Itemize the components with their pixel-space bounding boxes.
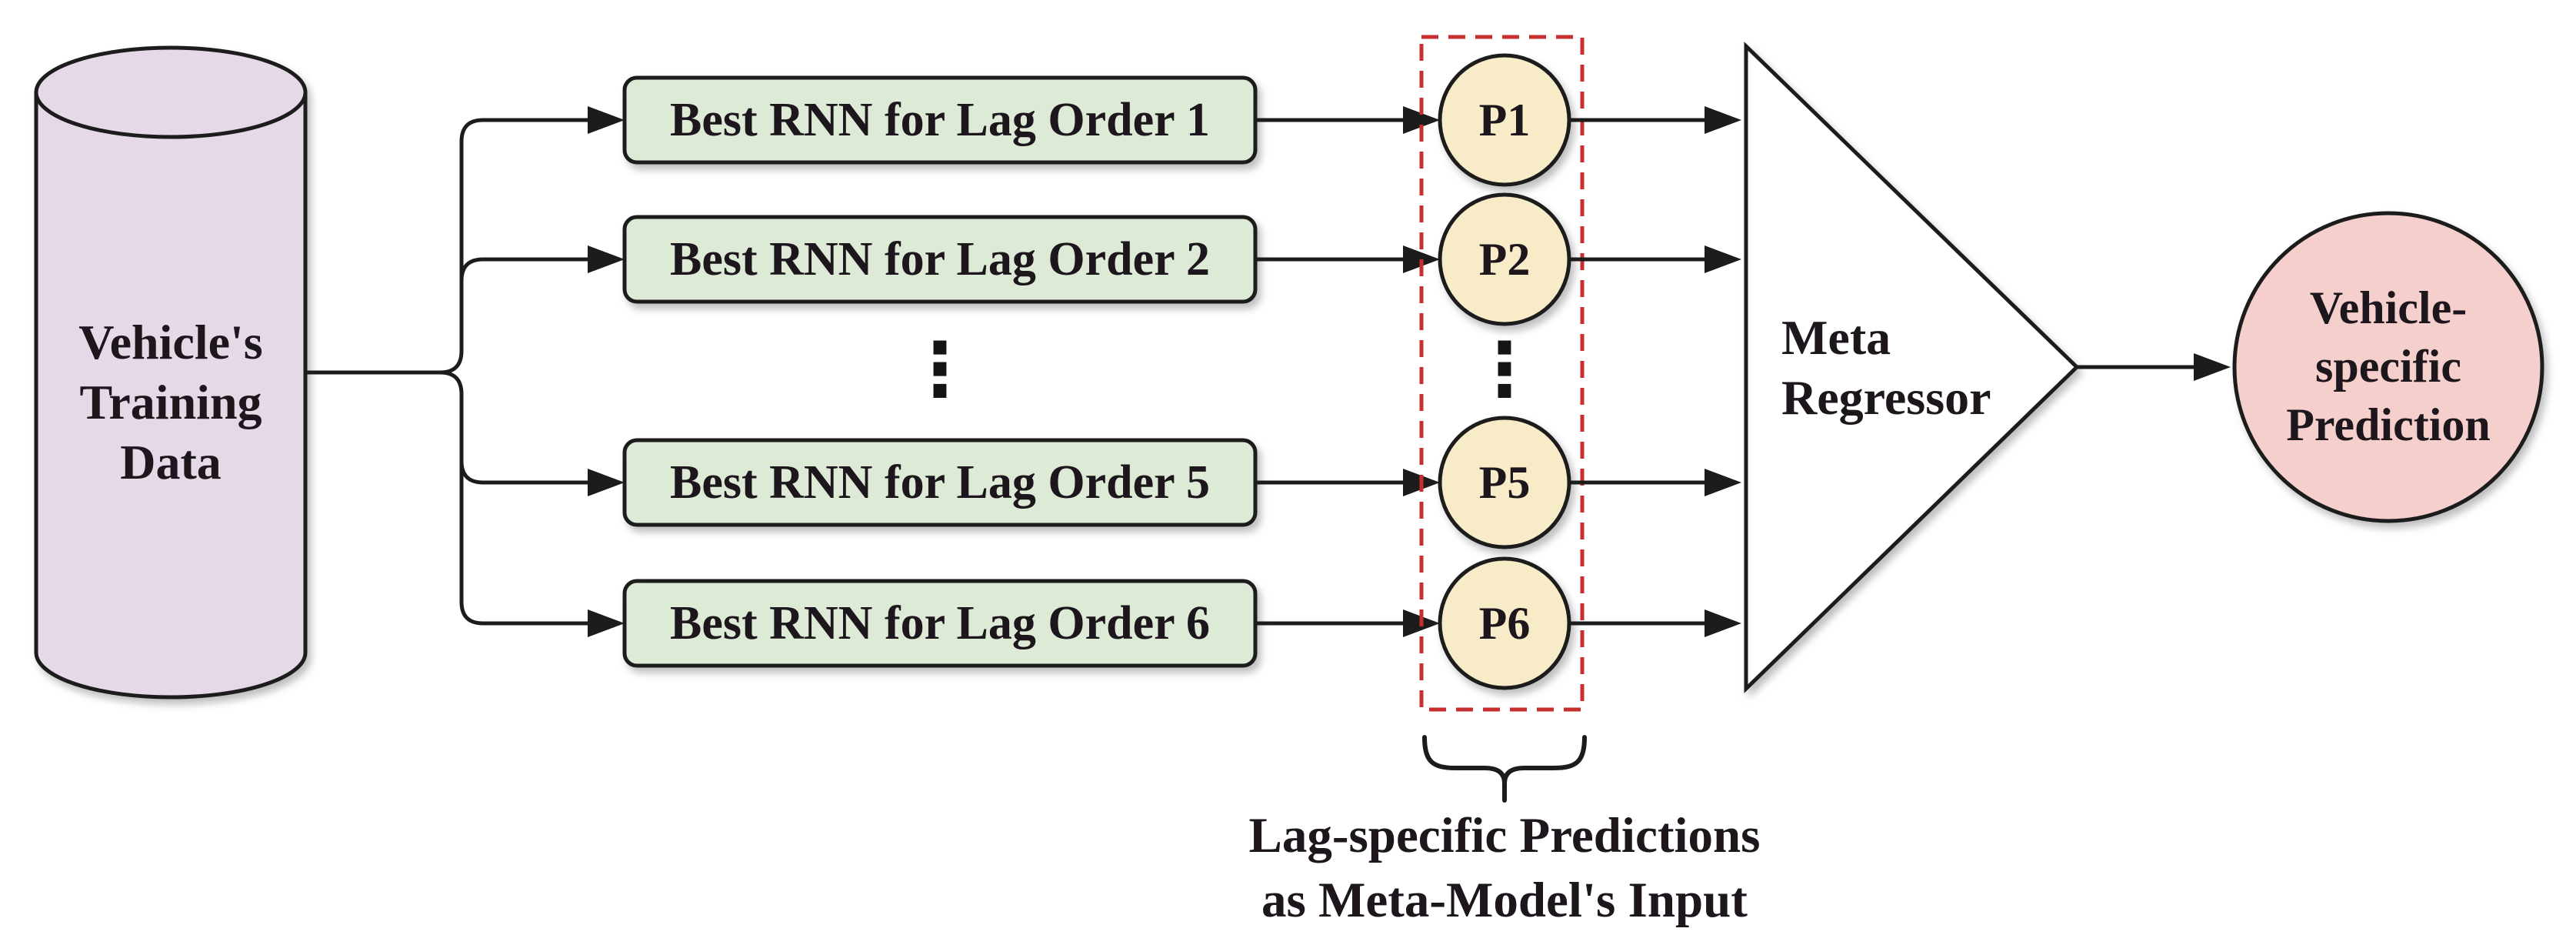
arrowhead-into-box-1 [588, 106, 625, 134]
underbrace-curve [1422, 735, 1587, 784]
nodes-vertical-ellipsis: ⋮ [1468, 326, 1541, 412]
rnn-box-3 [622, 438, 1258, 527]
arrowhead-into-meta-3 [1705, 469, 1741, 496]
arrowhead-into-meta-4 [1705, 609, 1741, 637]
connector-branch-1 [439, 118, 617, 375]
meta-regressor-triangle [1744, 42, 2080, 693]
connector-branch-3 [459, 460, 617, 485]
rnn-box-1 [622, 75, 1258, 165]
meta-arrowheads [1705, 106, 1741, 637]
cylinder-top [34, 45, 308, 139]
arrowhead-into-box-4 [588, 609, 625, 637]
arrowhead-into-p1 [1403, 106, 1440, 134]
prediction-nodes [1438, 53, 1571, 690]
prediction-node-p1 [1438, 53, 1571, 187]
connector-branch-2 [459, 257, 617, 282]
node-to-meta-arrows [1569, 118, 1705, 626]
rnn-box-2 [622, 215, 1258, 304]
prediction-node-p5 [1438, 416, 1571, 549]
connector-branch-4 [439, 370, 617, 626]
rnn-box-4 [622, 579, 1258, 668]
prediction-node-p6 [1438, 556, 1571, 690]
underbrace [1422, 735, 1587, 803]
output-prediction-circle [2232, 211, 2544, 523]
arrowhead-into-meta-2 [1705, 245, 1741, 273]
boxes-vertical-ellipsis: ⋮ [903, 326, 977, 412]
lag-predictions-dashed-frame [1419, 35, 1585, 712]
prediction-node-p2 [1438, 192, 1571, 326]
training-data-cylinder [34, 45, 308, 700]
arrowhead-into-box-3 [588, 469, 625, 496]
branch-arrowheads [588, 106, 625, 637]
box-to-node-arrows [1255, 118, 1403, 626]
cylinder-body [34, 92, 308, 700]
arrowhead-into-meta-1 [1705, 106, 1741, 134]
arrowhead-into-box-2 [588, 245, 625, 273]
arrowhead-into-output [2194, 353, 2231, 381]
branch-connector [305, 118, 617, 626]
